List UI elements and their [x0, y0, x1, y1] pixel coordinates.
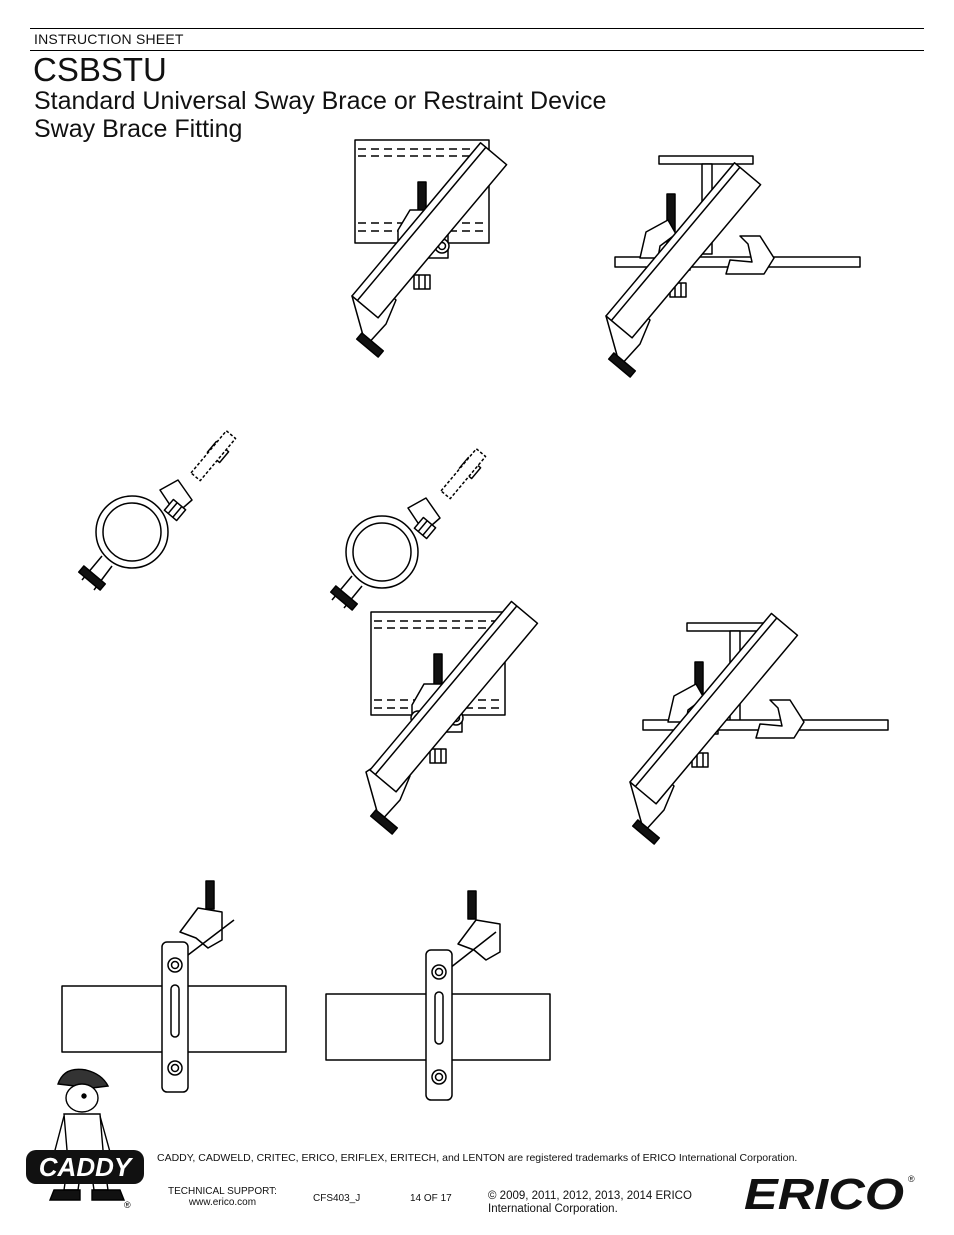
subtitle-line2: Sway Brace Fitting [34, 115, 243, 143]
sheet-label: INSTRUCTION SHEET [34, 31, 184, 47]
document-number: CFS403_J [313, 1193, 361, 1204]
copyright-line2: International Corporation. [488, 1203, 618, 1215]
caddy-registered-mark: ® [124, 1200, 131, 1210]
support-label: TECHNICAL SUPPORT: [168, 1186, 277, 1197]
drawing-ibeam-strut [325, 612, 889, 1101]
erico-logo-text: ERICO [744, 1172, 904, 1214]
trademark-notice: CADDY, CADWELD, CRITEC, ERICO, ERIFLEX, … [157, 1152, 798, 1164]
copyright: © 2009, 2011, 2012, 2013, 2014 ERICO Int… [488, 1190, 692, 1216]
drawing-concrete-strut [61, 600, 539, 1093]
drawing-ibeam-pipe-clamp [329, 155, 861, 611]
installation-drawings [61, 139, 889, 1101]
caddy-logo: CADDY ® [26, 1068, 144, 1210]
copyright-line1: © 2009, 2011, 2012, 2013, 2014 ERICO [488, 1190, 692, 1202]
erico-logo: ERICO ® [744, 1172, 915, 1214]
drawing-concrete-pipe-clamp [77, 139, 508, 591]
erico-registered-mark: ® [908, 1174, 915, 1184]
technical-support: TECHNICAL SUPPORT: www.erico.com [168, 1186, 277, 1208]
caddy-logo-text: CADDY [39, 1152, 134, 1182]
top-rule [30, 28, 924, 29]
product-code: CSBSTU [33, 51, 167, 88]
page-number: 14 OF 17 [410, 1193, 452, 1204]
header-rule [30, 50, 924, 51]
subtitle-line1: Standard Universal Sway Brace or Restrai… [34, 87, 607, 115]
support-url[interactable]: www.erico.com [188, 1197, 257, 1208]
caddy-badge [26, 1150, 144, 1184]
